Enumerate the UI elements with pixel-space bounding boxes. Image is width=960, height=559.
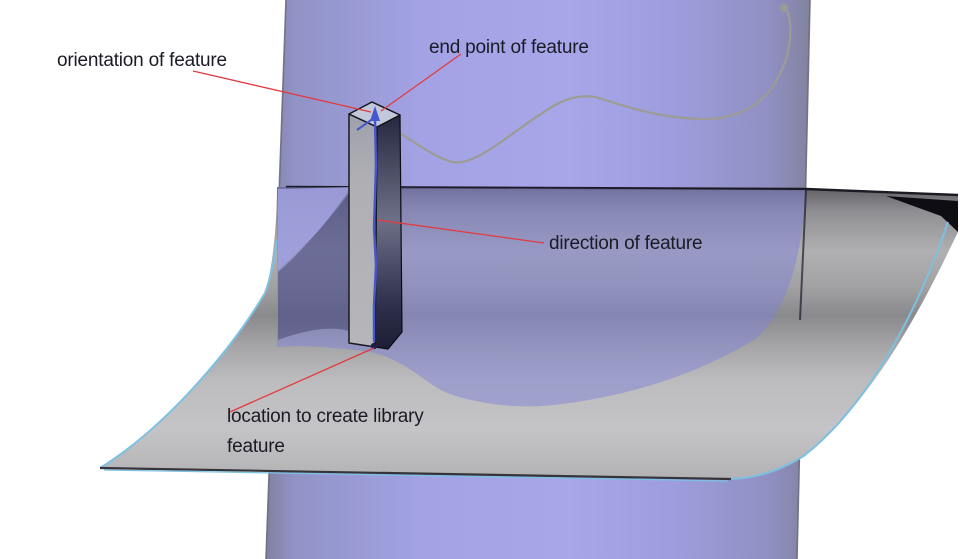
orientation-arrow-icon [370, 106, 380, 121]
annotation-end-point-label: end point of feature [429, 37, 589, 58]
annotation-orientation-label: orientation of feature [57, 50, 227, 71]
surface-right-edge-highlight [730, 221, 949, 480]
surface-back-edge [285, 185, 959, 197]
surface-left-edge-highlight [99, 239, 278, 469]
leader-location [229, 347, 375, 413]
leader-direction [377, 219, 545, 244]
annotation-location-line1: location to create library [227, 406, 424, 427]
annotation-location-label: location to create library feature [227, 402, 424, 462]
leader-end-point [380, 53, 462, 112]
surface-shadow-crescent [278, 190, 352, 340]
surface-fold-wedge [886, 196, 958, 232]
feature-slab-right-face [374, 114, 403, 350]
surface-front-edge [99, 466, 732, 481]
annotation-direction-label: direction of feature [549, 233, 703, 254]
sketch-direction-line [372, 117, 378, 342]
orientation-tick [356, 117, 375, 131]
cylinder-right-edge-through-surface [799, 189, 807, 321]
projected-curve [400, 8, 792, 164]
surface-front-edge-highlight [103, 469, 729, 482]
curve-endpoint-dot [780, 4, 788, 12]
leader-orientation [192, 70, 372, 113]
annotation-location-line2: feature [227, 436, 285, 457]
feature-location-dot [370, 342, 378, 350]
cylinder-front-tint [277, 187, 806, 407]
surface-highlight-wedge [278, 187, 352, 270]
